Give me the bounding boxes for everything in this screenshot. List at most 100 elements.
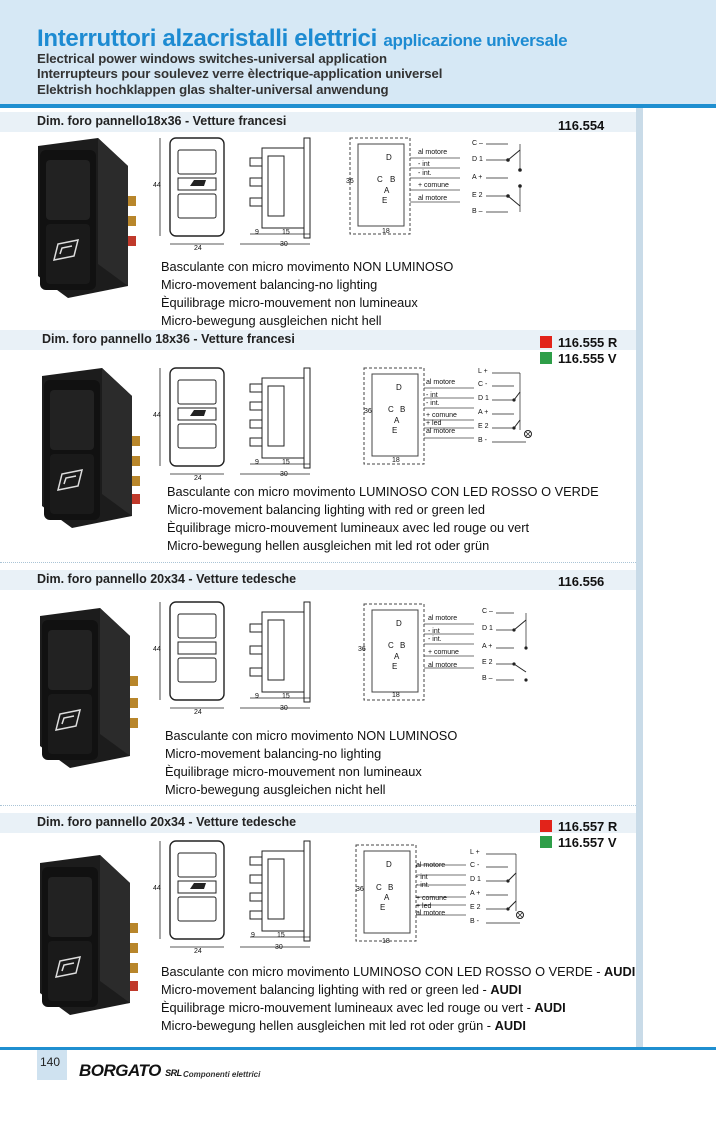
- brand-tag: AUDI: [490, 982, 522, 997]
- schem-d: D 1: [472, 156, 483, 163]
- term-c: C: [377, 175, 383, 184]
- term-dim-w: 18: [382, 938, 390, 945]
- description-2: Basculante con micro movimento LUMINOSO …: [167, 483, 599, 555]
- term-int: - int: [416, 874, 428, 881]
- term-a: A: [394, 416, 400, 425]
- schem-c: C –: [482, 608, 493, 615]
- header-rule: [0, 104, 716, 108]
- desc-it: Basculante con micro movimento NON LUMIN…: [161, 259, 454, 274]
- product-code-red: 116.557 R: [540, 819, 617, 834]
- section-label-band: [0, 813, 636, 833]
- desc-line-en: Micro-movement balancing lighting with r…: [161, 981, 635, 999]
- page-number: 140: [40, 1055, 61, 1069]
- brand-tag: AUDI: [604, 964, 636, 979]
- term-int2: - int.: [428, 636, 442, 643]
- term-comune: + comune: [426, 412, 457, 419]
- code-text: 116.557 V: [558, 835, 617, 850]
- switch-photo: [40, 608, 138, 768]
- dimension-drawing: [159, 601, 311, 709]
- schem-a: A +: [472, 174, 483, 181]
- product-code: 116.554: [558, 118, 605, 133]
- desc-de: Micro-bewegung hellen ausgleichen mit le…: [167, 538, 490, 553]
- desc-line-de: Micro-bewegung hellen ausgleichen mit le…: [161, 1017, 635, 1035]
- term-a: A: [384, 893, 390, 902]
- desc-line-it: Basculante con micro movimento LUMINOSO …: [161, 963, 635, 981]
- desc-fr: Èquilibrage micro-mouvement non lumineau…: [165, 764, 422, 779]
- dim-width: 24: [194, 245, 202, 252]
- description-4: Basculante con micro movimento LUMINOSO …: [161, 963, 635, 1035]
- switch-photo: [38, 138, 136, 298]
- term-int: - int: [428, 628, 440, 635]
- term-motor-bottom: al motore: [418, 195, 448, 202]
- description-1: Basculante con micro movimento NON LUMIN…: [161, 258, 453, 330]
- term-e: E: [392, 426, 398, 435]
- term-int: - int: [418, 161, 430, 168]
- dim-d1: 9: [255, 229, 259, 236]
- schem-e: E 2: [470, 904, 481, 911]
- schem-e: E 2: [472, 192, 483, 199]
- switch-photo: [40, 855, 138, 1015]
- term-int2: - int.: [426, 400, 440, 407]
- dim-d3: 30: [280, 705, 288, 712]
- red-swatch: [540, 820, 552, 832]
- section-label-band: [0, 112, 636, 132]
- term-comune: + comune: [418, 182, 449, 189]
- schem-l: L +: [470, 849, 480, 856]
- dimension-drawing: [159, 367, 311, 475]
- term-dim-h: 36: [358, 646, 366, 653]
- brand-logo: BORGATO SRL: [79, 1061, 182, 1081]
- desc-fr: Èquilibrage micro-mouvement lumineaux av…: [161, 1000, 535, 1015]
- term-dim-h: 36: [364, 408, 372, 415]
- term-dim-w: 18: [392, 457, 400, 464]
- title-suffix: applicazione universale: [383, 31, 568, 50]
- term-d: D: [396, 383, 402, 392]
- term-motor-bottom: al motore: [416, 910, 446, 917]
- product-code-green: 116.555 V: [540, 351, 617, 366]
- terminal-diagram: [363, 603, 474, 701]
- term-motor-bottom: al motore: [426, 428, 456, 435]
- desc-line-fr: Èquilibrage micro-mouvement lumineaux av…: [161, 999, 635, 1017]
- term-int2: - int.: [416, 882, 430, 889]
- term-b: B: [390, 175, 396, 184]
- term-b: B: [400, 405, 406, 414]
- term-a: A: [384, 186, 390, 195]
- terminal-diagram: [349, 137, 460, 235]
- product-code: 116.556: [558, 574, 605, 589]
- brand-tag: AUDI: [494, 1018, 526, 1033]
- schem-b: B -: [470, 918, 479, 925]
- code-text: 116.555 R: [558, 335, 618, 350]
- schem-c: C -: [470, 862, 480, 869]
- term-dim-w: 18: [392, 692, 400, 699]
- header-band: [0, 0, 716, 104]
- section-label: Dim. foro pannello 18x36 - Vetture franc…: [42, 332, 295, 346]
- term-e: E: [392, 662, 398, 671]
- description-3: Basculante con micro movimento NON LUMIN…: [165, 727, 457, 799]
- term-motor-bottom: al motore: [428, 662, 458, 669]
- product-section-4: Dim. foro pannello 20x34 - Vetture tedes…: [0, 813, 636, 1043]
- wiring-schematic: [486, 143, 522, 213]
- section-label-band: [0, 570, 636, 590]
- footer-rule: [0, 1047, 716, 1050]
- brand-name: BORGATO: [79, 1061, 161, 1080]
- term-d: D: [386, 153, 392, 162]
- side-bar: [636, 108, 643, 1048]
- dim-height: 44: [153, 885, 161, 892]
- schem-e: E 2: [478, 423, 489, 430]
- subtitle-en: Electrical power windows switches-univer…: [37, 51, 387, 66]
- dim-width: 24: [194, 948, 202, 955]
- schem-d: D 1: [470, 876, 481, 883]
- desc-it: Basculante con micro movimento LUMINOSO …: [161, 964, 605, 979]
- term-e: E: [382, 196, 388, 205]
- term-motor-top: al motore: [428, 615, 458, 622]
- term-c: C: [388, 641, 394, 650]
- code-text: 116.555 V: [558, 351, 617, 366]
- product-code-green: 116.557 V: [540, 835, 617, 850]
- schem-a: A +: [478, 409, 489, 416]
- dim-d3: 30: [280, 241, 288, 248]
- brand-suffix: SRL: [165, 1068, 182, 1078]
- subtitle-fr: Interrupteurs pour soulevez verre èlectr…: [37, 66, 443, 81]
- schem-a: A +: [482, 643, 493, 650]
- desc-fr: Èquilibrage micro-mouvement non lumineau…: [161, 295, 418, 310]
- schem-c: C –: [472, 140, 483, 147]
- term-int2: - int.: [418, 170, 432, 177]
